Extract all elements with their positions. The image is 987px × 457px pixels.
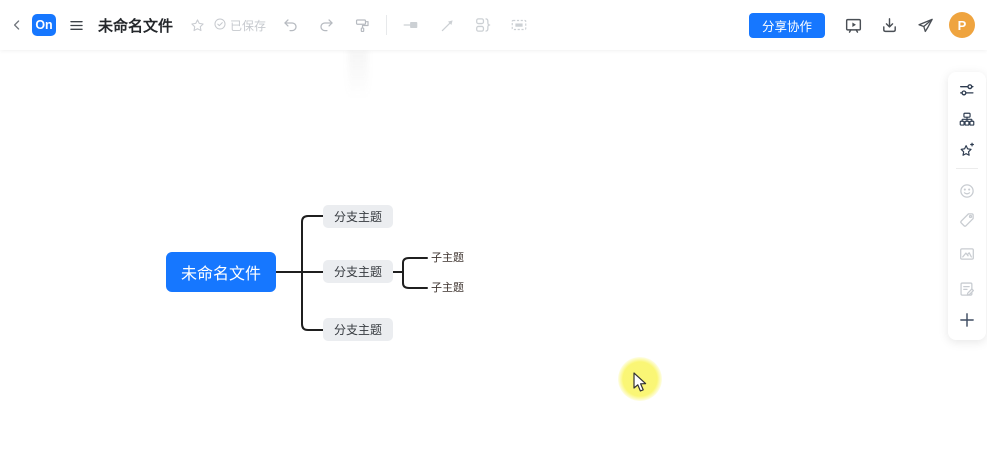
orgchart-icon <box>958 111 976 129</box>
app-logo[interactable]: On <box>32 14 56 36</box>
toolbar-divider <box>386 15 388 35</box>
saved-label: 已保存 <box>230 18 267 33</box>
plus-icon <box>958 311 976 329</box>
structure-button[interactable] <box>953 106 981 134</box>
emoji-button[interactable] <box>953 177 981 205</box>
relation-line-button[interactable] <box>433 11 461 39</box>
smiley-icon <box>958 182 976 200</box>
insert-image-button[interactable] <box>953 240 981 268</box>
image-icon <box>958 245 976 263</box>
sub-topic-node-1[interactable]: 子主题 <box>431 252 464 264</box>
add-button[interactable] <box>953 306 981 334</box>
magic-star-icon <box>958 141 976 159</box>
tag-icon <box>958 211 976 229</box>
insert-topic-button[interactable] <box>397 11 425 39</box>
main-menu-button[interactable] <box>62 11 90 39</box>
back-button[interactable] <box>6 11 28 39</box>
boundary-button[interactable] <box>505 11 533 39</box>
document-title[interactable]: 未命名文件 <box>98 17 174 35</box>
note-edit-icon <box>958 280 976 298</box>
rail-divider <box>956 168 978 169</box>
undo-icon <box>282 17 299 34</box>
style-theme-button[interactable] <box>953 136 981 164</box>
redo-icon <box>318 17 335 34</box>
topic-node-icon <box>402 16 420 34</box>
sliders-icon <box>958 81 976 99</box>
send-button[interactable] <box>911 11 939 39</box>
hamburger-menu-icon <box>68 17 85 34</box>
send-plane-icon <box>916 16 935 35</box>
branch-node-1[interactable]: 分支主题 <box>323 205 393 228</box>
relation-arrow-icon <box>439 17 456 34</box>
root-node[interactable]: 未命名文件 <box>166 252 276 292</box>
mindmap-canvas[interactable]: 未命名文件 分支主题 分支主题 分支主题 子主题 子主题 <box>0 50 987 457</box>
toolbar-left-group: On 未命名文件 已保存 <box>6 11 533 39</box>
summary-brace-icon <box>474 16 492 34</box>
back-chevron-icon <box>9 17 25 33</box>
node-settings-button[interactable] <box>953 76 981 104</box>
branch-node-2[interactable]: 分支主题 <box>323 260 393 283</box>
sub-topic-node-2[interactable]: 子主题 <box>431 282 464 294</box>
note-button[interactable] <box>953 275 981 303</box>
format-painter-button[interactable] <box>348 11 376 39</box>
branch-node-3[interactable]: 分支主题 <box>323 318 393 341</box>
star-icon <box>190 18 205 33</box>
top-toolbar: On 未命名文件 已保存 <box>0 0 987 50</box>
save-status: 已保存 <box>213 17 266 34</box>
presentation-play-icon <box>844 16 863 35</box>
mindmap-connectors <box>275 215 428 331</box>
format-painter-icon <box>354 17 371 34</box>
user-avatar[interactable]: P <box>949 12 975 38</box>
favorite-button[interactable] <box>183 11 211 39</box>
summary-button[interactable] <box>469 11 497 39</box>
download-icon <box>880 16 899 35</box>
right-tool-rail <box>948 72 986 340</box>
presentation-button[interactable] <box>839 11 867 39</box>
undo-button[interactable] <box>276 11 304 39</box>
tag-button[interactable] <box>953 206 981 234</box>
toolbar-right-group: 分享协作 P <box>748 11 975 39</box>
download-button[interactable] <box>875 11 903 39</box>
boundary-frame-icon <box>510 16 528 34</box>
redo-button[interactable] <box>312 11 340 39</box>
share-collaborate-button[interactable]: 分享协作 <box>748 12 825 38</box>
saved-check-icon <box>213 17 230 34</box>
